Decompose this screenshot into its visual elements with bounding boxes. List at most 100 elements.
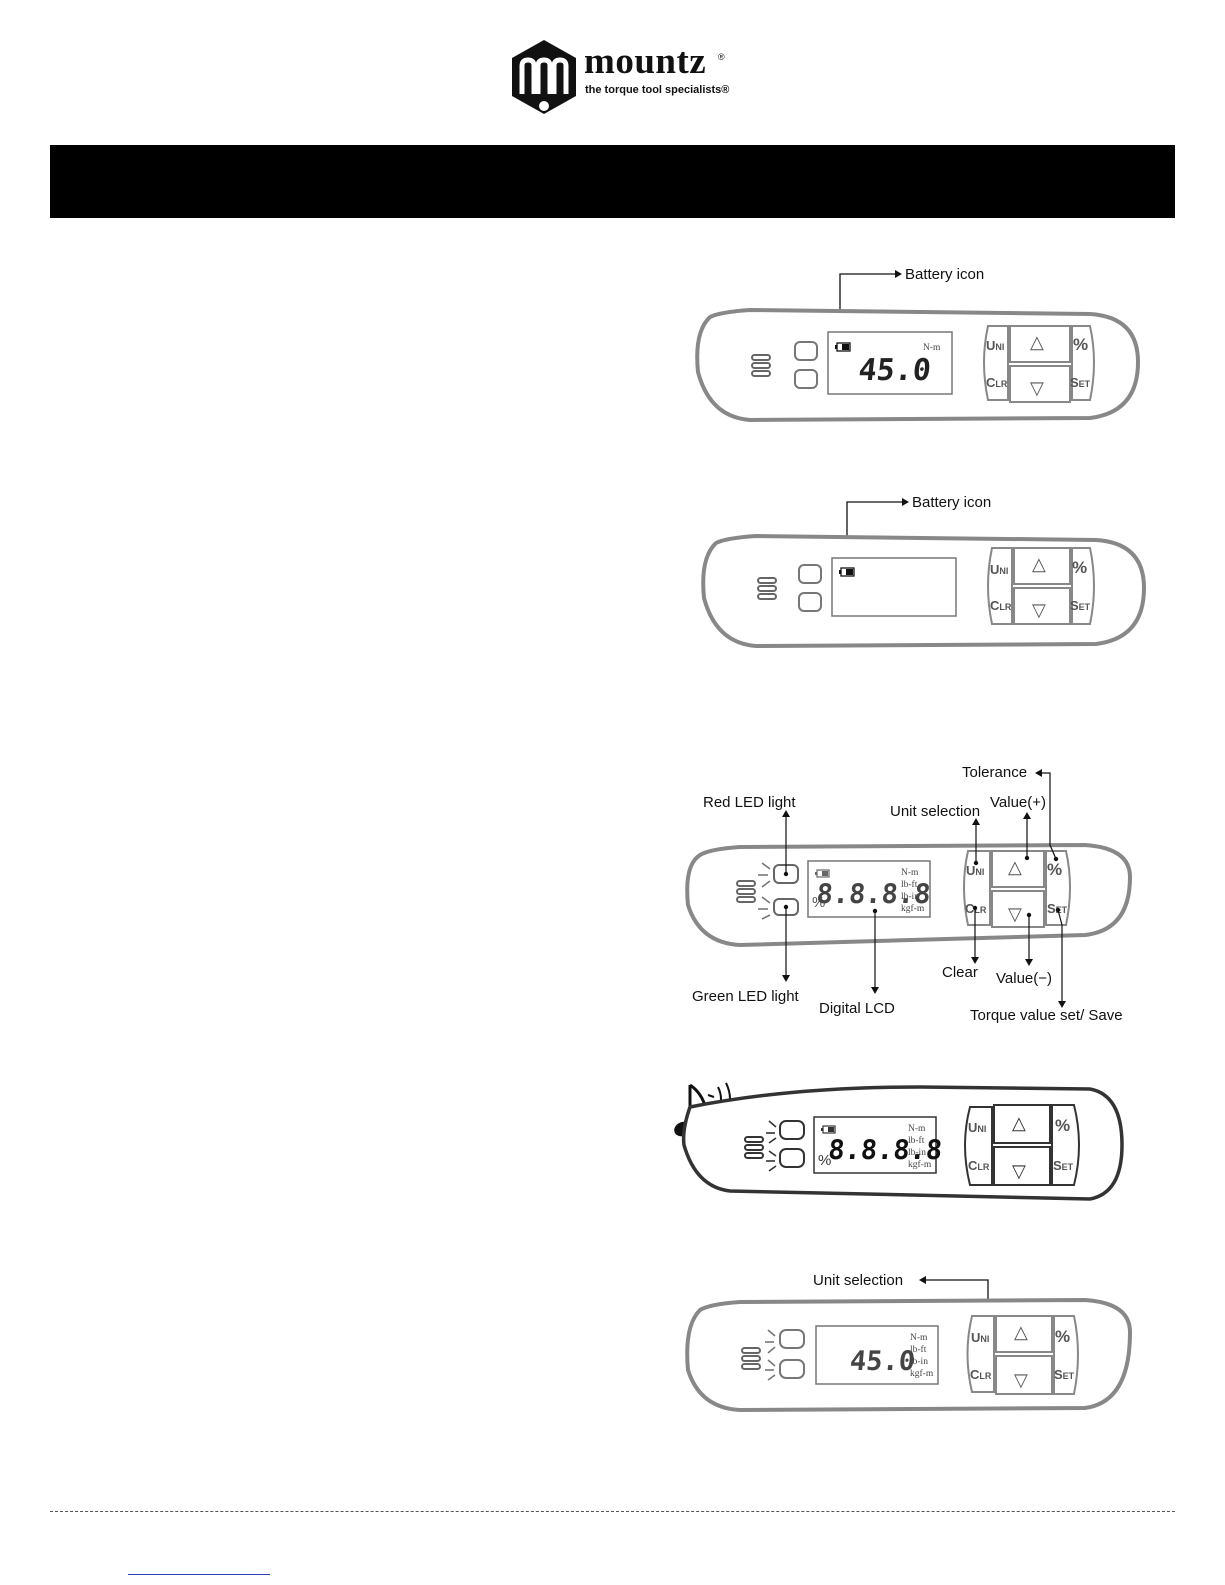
- svg-text:SET: SET: [1054, 1367, 1075, 1382]
- unit-button[interactable]: [966, 1315, 995, 1393]
- battery-icon-callout: Battery icon: [905, 266, 984, 283]
- unit-selection-callout: Unit selection: [890, 803, 980, 820]
- up-arrow-icon: △: [1032, 554, 1046, 574]
- svg-text:%: %: [1047, 860, 1062, 879]
- svg-text:UNI: UNI: [966, 863, 984, 878]
- down-arrow-icon: ▽: [1014, 1370, 1028, 1390]
- value-down-button[interactable]: [1009, 365, 1071, 403]
- green-led-callout: Green LED light: [692, 988, 800, 1005]
- tolerance-button[interactable]: [1053, 1315, 1079, 1395]
- svg-text:SET: SET: [1070, 598, 1091, 613]
- unit-button[interactable]: [983, 325, 1009, 401]
- svg-text:kgf-m: kgf-m: [908, 1159, 932, 1170]
- value-down-button[interactable]: [1013, 587, 1071, 625]
- red-led-callout: Red LED light: [703, 794, 796, 811]
- grip-icon: [736, 880, 756, 903]
- svg-text:CLR: CLR: [986, 375, 1008, 390]
- lcd-percent: %: [818, 1152, 831, 1169]
- up-arrow-icon: △: [1008, 857, 1022, 877]
- battery-icon-callout: Battery icon: [912, 494, 991, 511]
- brand-tagline: the torque tool specialists®: [585, 84, 730, 96]
- svg-text:N-m: N-m: [908, 1124, 926, 1134]
- down-arrow-icon: ▽: [1008, 904, 1022, 924]
- unit-selection-callout: Unit selection: [813, 1272, 903, 1289]
- value-up-button[interactable]: [995, 1315, 1053, 1353]
- footer-link-underline[interactable]: [128, 1574, 270, 1575]
- unit-button[interactable]: [964, 1106, 993, 1186]
- section-header-bar: [50, 145, 1175, 218]
- tolerance-button[interactable]: [1071, 547, 1095, 625]
- figure-unit-selection: Unit selection 45.0 N-m lb-ft lb-in kgf-…: [680, 1270, 1140, 1430]
- grip-icon: [751, 354, 771, 377]
- torque-set-callout: Torque value set/ Save: [970, 1007, 1123, 1024]
- svg-text:N-m: N-m: [910, 1333, 928, 1343]
- battery-icon: [835, 342, 851, 352]
- unit-button[interactable]: [963, 850, 991, 926]
- lcd-value: 45.0: [849, 1346, 917, 1377]
- value-up-button[interactable]: [1009, 325, 1071, 363]
- down-arrow-icon: ▽: [1012, 1161, 1026, 1181]
- svg-text:%: %: [1055, 1327, 1070, 1346]
- svg-text:SET: SET: [1047, 901, 1068, 916]
- tolerance-button[interactable]: [1051, 1104, 1080, 1186]
- svg-text:CLR: CLR: [965, 901, 987, 916]
- red-led: [798, 564, 822, 584]
- figure-battery-low-2: Battery icon UNI CLR △ ▽ % SET: [696, 488, 1156, 658]
- svg-text:CLR: CLR: [968, 1158, 990, 1173]
- figure-overview: % 8.8.8.8 N-m lb-ft lb-in kgf-m UNI CLR …: [680, 764, 1160, 1035]
- red-led: [779, 1329, 805, 1349]
- grip-icon: [741, 1347, 761, 1370]
- svg-text:UNI: UNI: [990, 562, 1008, 577]
- lcd-screen: [815, 1325, 939, 1385]
- svg-text:lb-in: lb-in: [901, 892, 919, 902]
- tolerance-callout: Tolerance: [962, 764, 1027, 781]
- tolerance-button[interactable]: [1045, 850, 1071, 926]
- svg-text:lb-ft: lb-ft: [908, 1135, 925, 1146]
- value-up-button[interactable]: [991, 850, 1045, 888]
- battery-icon: [815, 869, 830, 878]
- lcd-unit: N-m: [923, 343, 941, 353]
- svg-text:%: %: [1072, 558, 1087, 577]
- svg-text:kgf-m: kgf-m: [910, 1368, 934, 1379]
- up-arrow-icon: △: [1014, 1322, 1028, 1342]
- lcd-value: 8.8.8.8: [815, 879, 931, 910]
- brand-reg-mark: ®: [718, 52, 725, 62]
- clear-callout: Clear: [942, 964, 978, 981]
- battery-icon: [839, 567, 855, 577]
- svg-text:%: %: [1055, 1116, 1070, 1135]
- value-down-button[interactable]: [995, 1355, 1053, 1395]
- svg-text:N-m: N-m: [901, 868, 919, 878]
- svg-text:UNI: UNI: [968, 1120, 986, 1135]
- green-led[interactable]: [779, 1148, 805, 1168]
- up-arrow-icon: △: [1012, 1113, 1026, 1133]
- value-down-button[interactable]: [991, 890, 1045, 928]
- digital-lcd-callout: Digital LCD: [819, 1000, 895, 1017]
- svg-text:UNI: UNI: [986, 338, 1004, 353]
- battery-icon: [821, 1125, 836, 1134]
- red-led: [794, 341, 818, 361]
- value-minus-callout: Value(−): [996, 970, 1052, 987]
- down-arrow-icon: ▽: [1032, 600, 1046, 620]
- red-led[interactable]: [779, 1120, 805, 1140]
- value-up-button[interactable]: [993, 1104, 1051, 1144]
- svg-text:CLR: CLR: [990, 598, 1012, 613]
- svg-text:UNI: UNI: [971, 1330, 989, 1345]
- figure-startup: % 8.8.8.8 N-m lb-ft lb-in kgf-m UNI CLR …: [670, 1075, 1140, 1225]
- svg-text:lb-ft: lb-ft: [901, 879, 918, 890]
- svg-text:%: %: [1073, 335, 1088, 354]
- grip-icon: [757, 577, 777, 600]
- tolerance-button[interactable]: [1071, 325, 1095, 401]
- green-led: [779, 1359, 805, 1379]
- footer-divider: [50, 1511, 1175, 1512]
- green-led: [798, 592, 822, 612]
- svg-text:lb-in: lb-in: [910, 1357, 928, 1367]
- svg-text:CLR: CLR: [970, 1367, 992, 1382]
- svg-text:kgf-m: kgf-m: [901, 903, 925, 914]
- value-up-button[interactable]: [1013, 547, 1071, 585]
- lcd-value: 8.8.8.8: [827, 1135, 943, 1166]
- green-led: [794, 369, 818, 389]
- brand-name: mountz: [584, 41, 707, 82]
- value-down-button[interactable]: [993, 1146, 1051, 1186]
- unit-button[interactable]: [987, 547, 1013, 625]
- mountz-logo: mountz ® the torque tool specialists®: [508, 38, 738, 116]
